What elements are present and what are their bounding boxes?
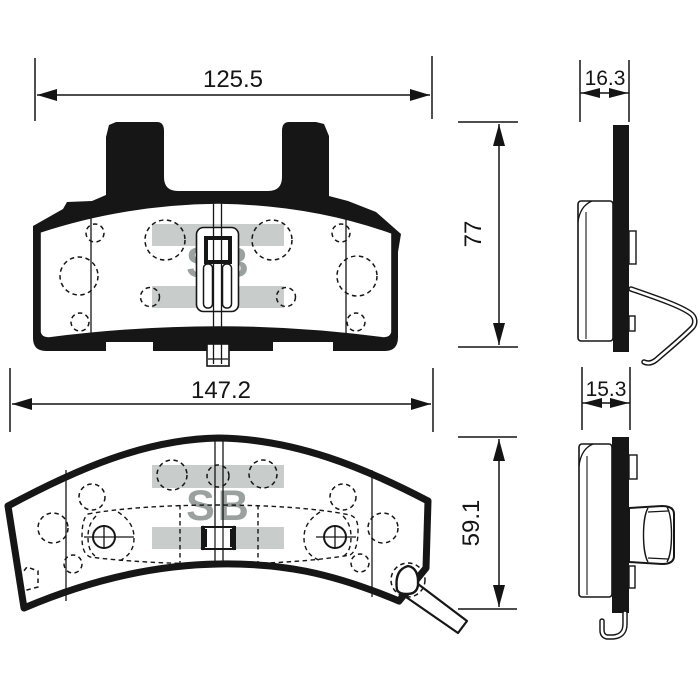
arrowhead-right (609, 88, 628, 98)
dim-label-top-width: 125.5 (203, 66, 263, 93)
clip-block (204, 236, 232, 264)
hole-circle (390, 562, 426, 598)
clip-tab (628, 454, 638, 480)
arrowhead-left (37, 89, 57, 101)
arrowhead-left (12, 398, 32, 410)
friction-profile (577, 200, 614, 342)
dim-label-top-height: 77 (460, 221, 487, 248)
arrowhead-down (493, 585, 505, 607)
hole-circle (37, 512, 69, 544)
hole-circle (85, 223, 105, 243)
hole-circle (248, 459, 278, 489)
hole-circles (18, 459, 399, 592)
hole-circle (331, 223, 351, 243)
clip-tab (628, 565, 636, 589)
hole-circle (350, 553, 370, 573)
hole-circle (251, 219, 293, 261)
wear-sensor (395, 564, 420, 596)
dimension-bottom-pad-thickness (581, 367, 631, 430)
arrowhead-left (581, 88, 600, 98)
clip-tab (628, 230, 637, 265)
clip-dot (200, 525, 206, 531)
arrowhead-down (493, 323, 505, 345)
hole-circle (144, 219, 186, 261)
hole-circle (275, 286, 297, 308)
dim-label-bottom-height: 59.1 (458, 500, 485, 547)
hole-circle (336, 255, 378, 297)
clip-stem-lines (212, 192, 223, 364)
dim-label-bottom-width: 147.2 (191, 377, 251, 404)
arrowhead-up (493, 439, 505, 461)
dim-label-top-thickness: 16.3 (585, 67, 626, 90)
pad-top-front-view: SB (33, 122, 401, 367)
pad-bottom-side-view (578, 437, 675, 640)
arrowhead-right (411, 398, 431, 410)
pad-bottom-front-view: SB (4, 434, 469, 635)
arrowhead-right (410, 89, 430, 101)
chamfer-line (577, 200, 593, 223)
clip-edge (202, 529, 207, 547)
anti-rattle-spring (628, 286, 698, 366)
hole-circle (367, 512, 399, 544)
piston-clip (628, 504, 675, 566)
arrowhead-up (493, 124, 505, 146)
arrowhead-right (610, 398, 629, 408)
clip-dot (231, 525, 237, 531)
dim-label-bottom-thickness: 15.3 (586, 378, 627, 401)
guide-pin-right (316, 525, 356, 549)
dimension-bottom-pad-width (9, 368, 434, 432)
clip-edge (230, 529, 235, 547)
segment-lines (90, 212, 347, 336)
dimension-top-pad-thickness (579, 60, 630, 122)
clip-foot (206, 343, 230, 367)
keyway-outline (18, 566, 39, 592)
dimension-top-pad-width (34, 56, 433, 121)
wear-indicator (390, 562, 469, 635)
hole-circle (70, 312, 90, 332)
backing-plate-profile (612, 437, 629, 613)
hole-circle (346, 312, 366, 332)
friction-profile (578, 443, 613, 598)
hole-circle (59, 256, 99, 296)
clip-dot (231, 545, 237, 551)
arrowhead-left (583, 398, 602, 408)
chamfer-line (578, 443, 594, 467)
pad-top-side-view (577, 125, 698, 366)
hole-circles (59, 219, 378, 332)
hole-circle (139, 286, 161, 308)
backing-plate-profile (613, 125, 629, 352)
hole-circle (206, 464, 230, 488)
center-clip (195, 192, 240, 367)
dimension-bottom-pad-height (458, 436, 517, 610)
guide-pin-left (84, 525, 134, 549)
shim-capsule (81, 504, 359, 565)
hole-circle (78, 483, 106, 511)
hook-clip (599, 610, 628, 640)
clip-prong (221, 263, 233, 309)
hole-circle (156, 459, 188, 491)
clip-dot (200, 545, 206, 551)
hole-circle (63, 554, 83, 574)
clip-tab (628, 315, 636, 332)
dimension-top-pad-height (458, 121, 518, 348)
pad-outline (4, 434, 432, 612)
clip-prong (202, 263, 214, 309)
brand-watermark: SB (186, 482, 252, 530)
center-clip (200, 525, 237, 551)
hole-circle (329, 483, 357, 511)
